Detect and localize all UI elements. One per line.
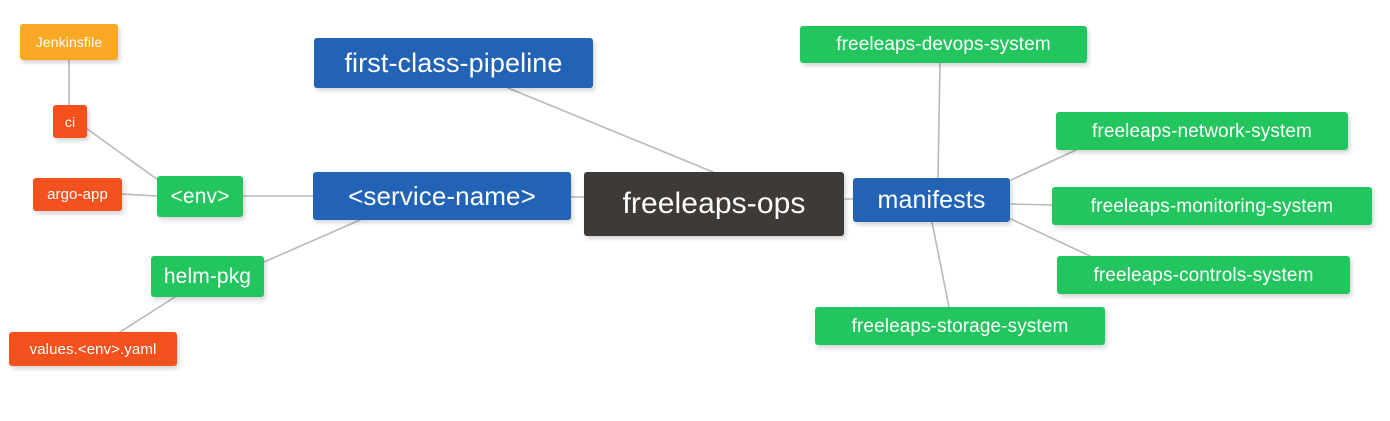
node-label-jenkinsfile: Jenkinsfile bbox=[35, 34, 103, 50]
node-ci[interactable]: ci bbox=[53, 105, 87, 138]
node-service-name[interactable]: <service-name> bbox=[313, 172, 571, 220]
node-label-freeleaps-ops: freeleaps-ops bbox=[622, 187, 806, 220]
node-label-freeleaps-controls-system: freeleaps-controls-system bbox=[1093, 264, 1314, 286]
node-argo-app[interactable]: argo-app bbox=[33, 178, 122, 211]
edge-helm-pkg-to-service-name bbox=[263, 219, 361, 263]
node-label-values-yaml: values.<env>.yaml bbox=[29, 340, 157, 358]
node-freeleaps-storage-system[interactable]: freeleaps-storage-system bbox=[815, 307, 1105, 345]
node-label-ci: ci bbox=[64, 113, 76, 130]
edge-freeleaps-network-system-to-manifests bbox=[1010, 149, 1077, 181]
node-label-argo-app: argo-app bbox=[47, 186, 108, 203]
node-label-helm-pkg: helm-pkg bbox=[163, 265, 252, 288]
node-label-first-class-pipeline: first-class-pipeline bbox=[344, 47, 563, 78]
node-env[interactable]: <env> bbox=[157, 176, 243, 217]
node-freeleaps-monitoring-system[interactable]: freeleaps-monitoring-system bbox=[1052, 187, 1372, 225]
node-label-service-name: <service-name> bbox=[348, 181, 536, 211]
edge-freeleaps-storage-system-to-manifests bbox=[931, 221, 950, 308]
edge-values-yaml-to-helm-pkg bbox=[119, 296, 176, 333]
edge-freeleaps-monitoring-system-to-manifests bbox=[1010, 203, 1053, 206]
node-label-freeleaps-devops-system: freeleaps-devops-system bbox=[836, 34, 1051, 55]
node-label-freeleaps-storage-system: freeleaps-storage-system bbox=[851, 315, 1069, 337]
node-label-freeleaps-network-system: freeleaps-network-system bbox=[1092, 120, 1312, 142]
node-manifests[interactable]: manifests bbox=[853, 178, 1010, 222]
node-helm-pkg[interactable]: helm-pkg bbox=[151, 256, 264, 297]
node-label-freeleaps-monitoring-system: freeleaps-monitoring-system bbox=[1090, 195, 1334, 217]
edge-argo-app-to-env bbox=[121, 193, 158, 197]
edge-first-class-pipeline-to-freeleaps-ops bbox=[507, 87, 714, 173]
node-freeleaps-devops-system[interactable]: freeleaps-devops-system bbox=[800, 26, 1087, 63]
edge-freeleaps-devops-system-to-manifests bbox=[937, 62, 941, 179]
node-freeleaps-controls-system[interactable]: freeleaps-controls-system bbox=[1057, 256, 1350, 294]
edge-ci-to-env bbox=[85, 127, 159, 181]
node-freeleaps-network-system[interactable]: freeleaps-network-system bbox=[1056, 112, 1348, 150]
node-freeleaps-ops[interactable]: freeleaps-ops bbox=[584, 172, 844, 236]
node-first-class-pipeline[interactable]: first-class-pipeline bbox=[314, 38, 593, 88]
node-label-env: <env> bbox=[170, 185, 230, 208]
node-jenkinsfile[interactable]: Jenkinsfile bbox=[20, 24, 118, 60]
node-values-yaml[interactable]: values.<env>.yaml bbox=[9, 332, 177, 366]
node-label-manifests: manifests bbox=[877, 185, 986, 214]
